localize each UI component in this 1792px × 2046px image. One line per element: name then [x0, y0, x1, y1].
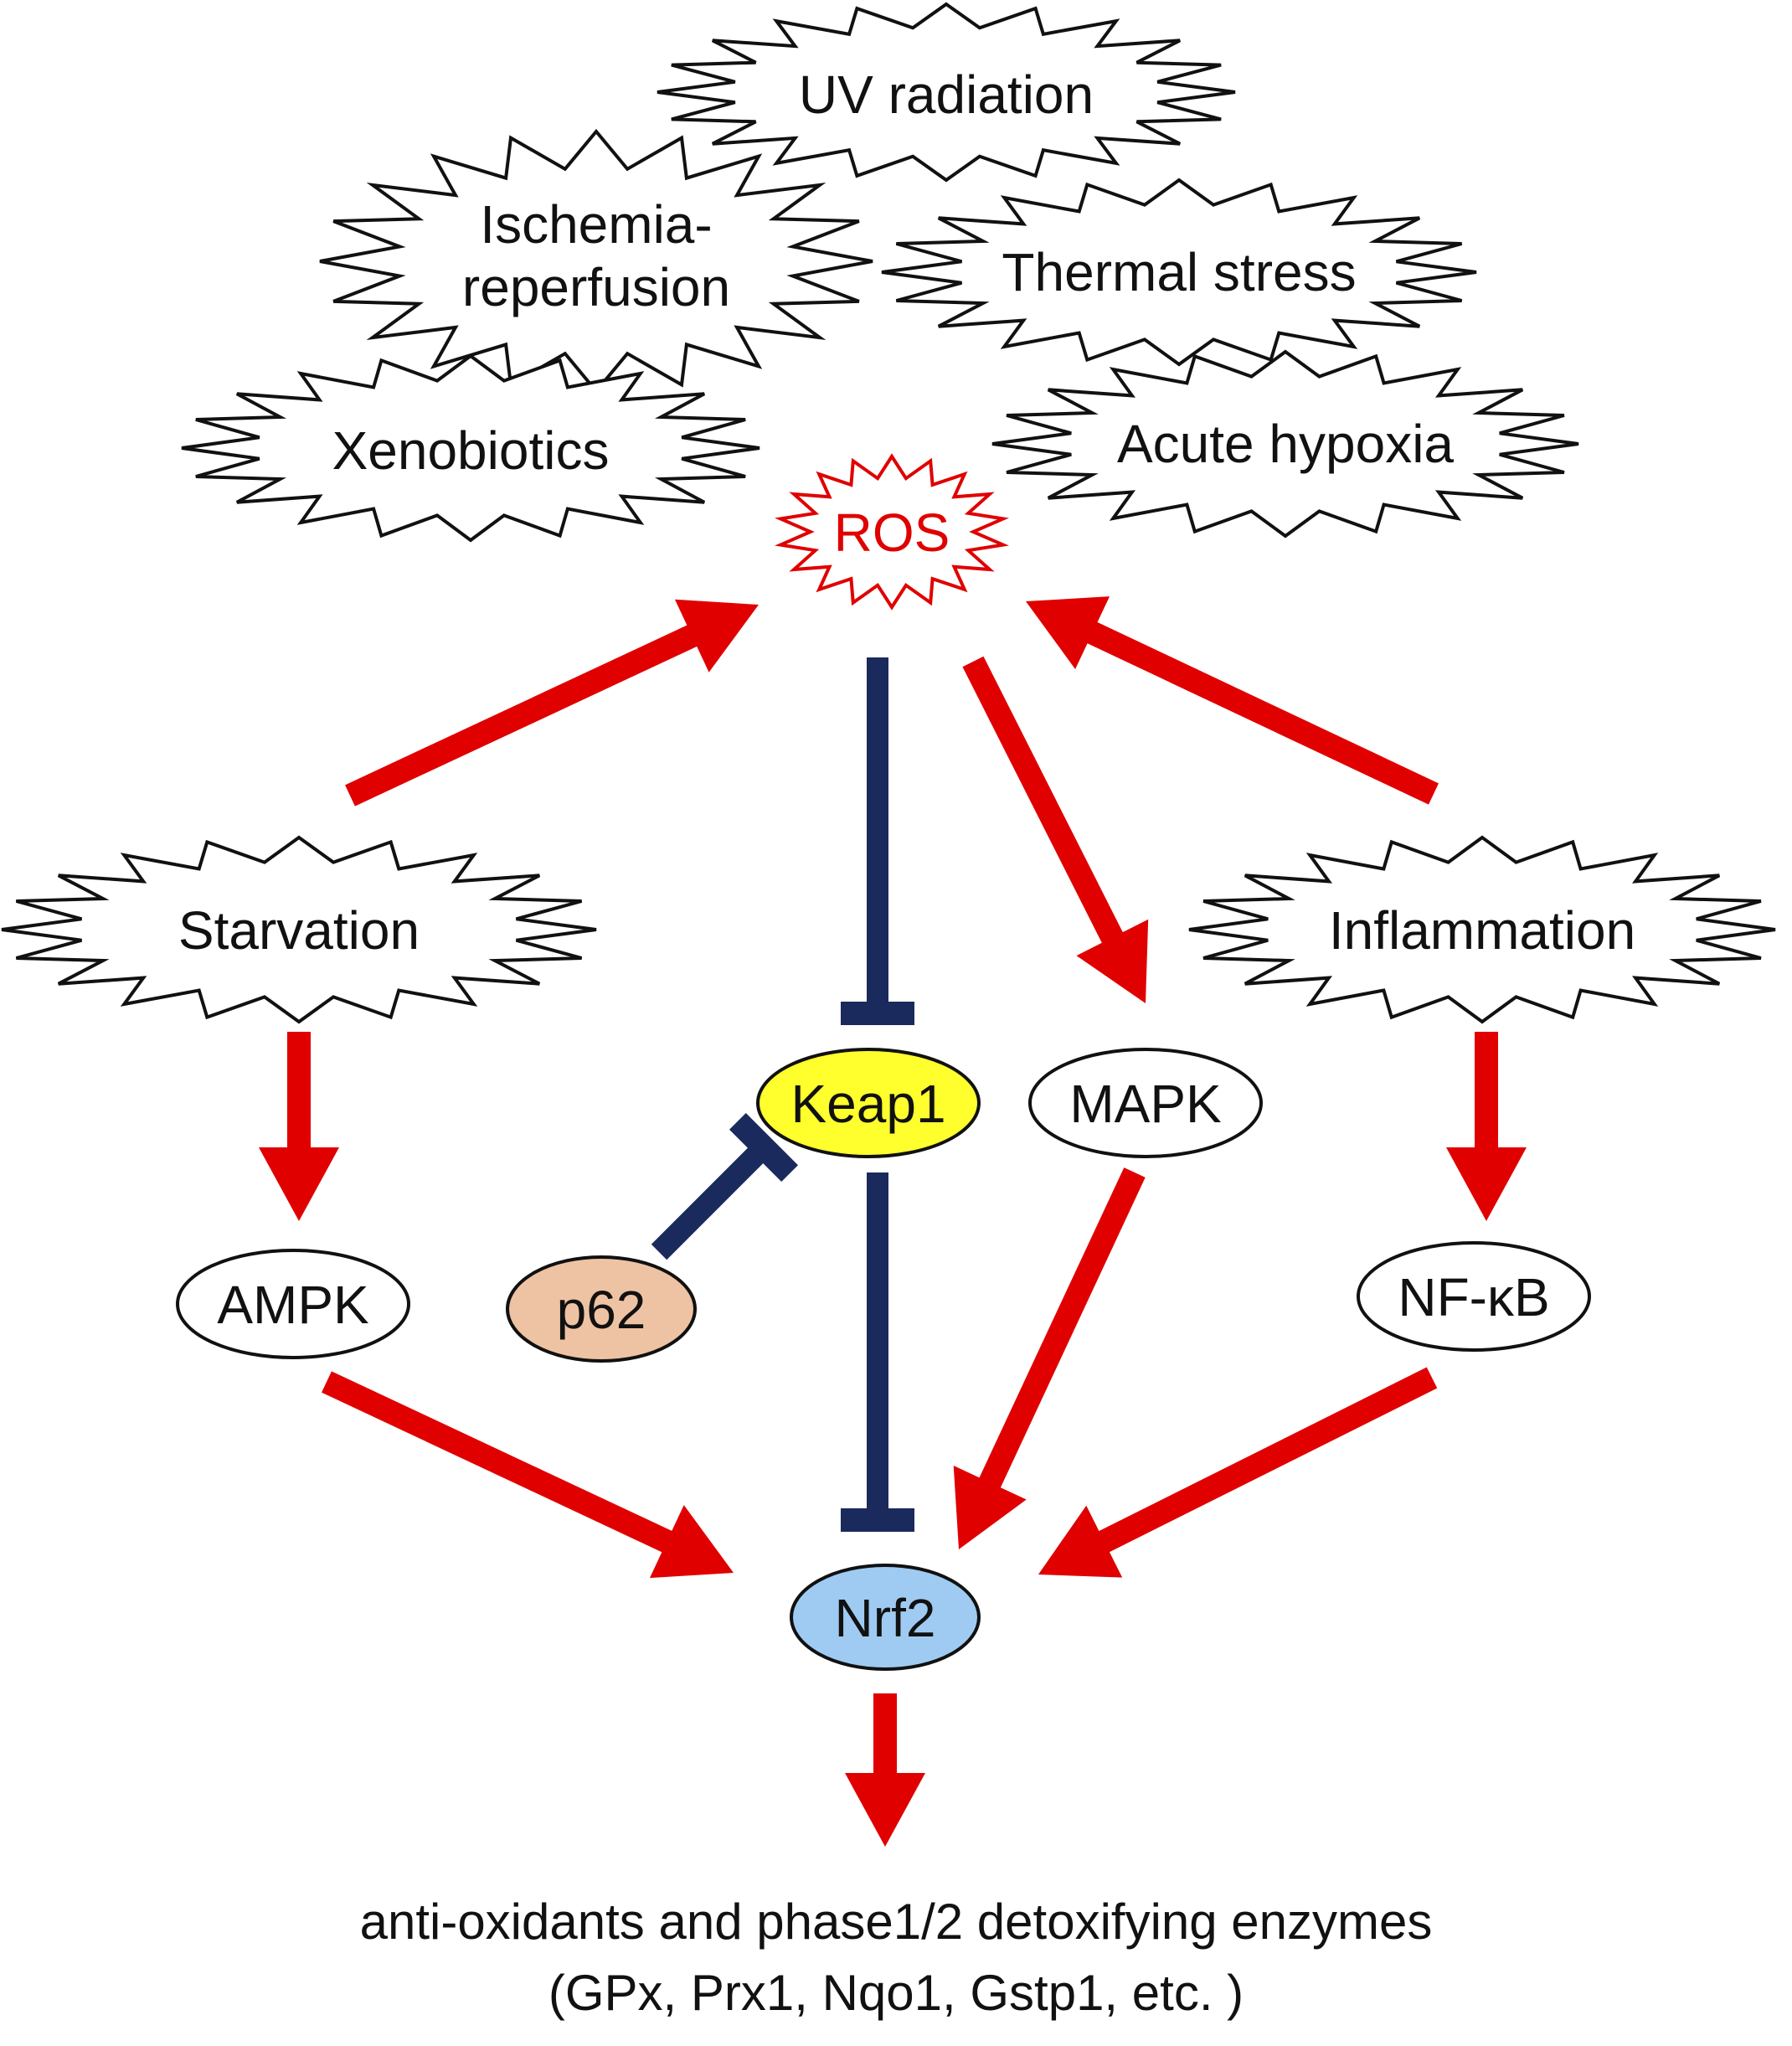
uv-radiation-label: UV radiation	[799, 64, 1094, 125]
mapk-node	[1028, 1048, 1263, 1158]
inhibit-p62-to-keap1	[651, 1112, 799, 1260]
nfkb-node	[1357, 1241, 1591, 1352]
nfkb-label: NF-κB	[1398, 1267, 1549, 1327]
arrow-ampk-to-nrf2	[322, 1371, 734, 1579]
keap1-label: Keap1	[790, 1074, 945, 1134]
arrow-starvation-to-ampk	[259, 1032, 339, 1221]
arrow-inflammation-to-nfkb	[1446, 1032, 1527, 1221]
inflammation-burst	[1188, 835, 1776, 1024]
arrow-nrf2-to-output	[845, 1693, 925, 1847]
uv-radiation-burst	[657, 2, 1236, 183]
xenobiotics-burst	[181, 353, 760, 543]
xenobiotics-label: Xenobiotics	[332, 420, 610, 481]
p62-label: p62	[557, 1280, 646, 1340]
ischemia-label-line1: Ischemia-	[480, 194, 712, 255]
arrow-ros-to-mapk	[962, 656, 1149, 1003]
ischemia-label-line2: reperfusion	[462, 257, 730, 317]
arrow-starvation-to-ros	[345, 599, 759, 807]
acute-hypoxia-burst	[991, 349, 1579, 539]
ampk-node	[176, 1249, 410, 1359]
ros-burst	[775, 453, 1009, 611]
inhibit-keap1-to-nrf2	[841, 1172, 914, 1532]
arrow-nfkb-to-nrf2	[1038, 1367, 1438, 1578]
starvation-label: Starvation	[178, 900, 420, 961]
mapk-label: MAPK	[1069, 1074, 1221, 1134]
output-line-1: anti-oxidants and phase1/2 detoxifying e…	[359, 1894, 1433, 1950]
p62-node	[506, 1255, 697, 1363]
inflammation-label: Inflammation	[1329, 900, 1635, 961]
nrf2-label: Nrf2	[835, 1588, 936, 1648]
thermal-stress-label: Thermal stress	[1002, 242, 1356, 302]
starvation-burst	[1, 835, 597, 1024]
inhibit-ros-to-keap1	[841, 657, 914, 1025]
arrow-mapk-to-nrf2	[953, 1167, 1146, 1549]
output-line-2: (GPx, Prx1, Nqo1, Gstp1, etc. )	[548, 1965, 1244, 2021]
keap1-node	[756, 1048, 981, 1158]
thermal-stress-burst	[881, 178, 1477, 367]
arrow-inflammation-to-ros	[1026, 596, 1439, 805]
ros-label: ROS	[834, 502, 950, 563]
nrf2-node	[790, 1564, 981, 1671]
acute-hypoxia-label: Acute hypoxia	[1117, 414, 1454, 474]
ampk-label: AMPK	[217, 1275, 368, 1335]
